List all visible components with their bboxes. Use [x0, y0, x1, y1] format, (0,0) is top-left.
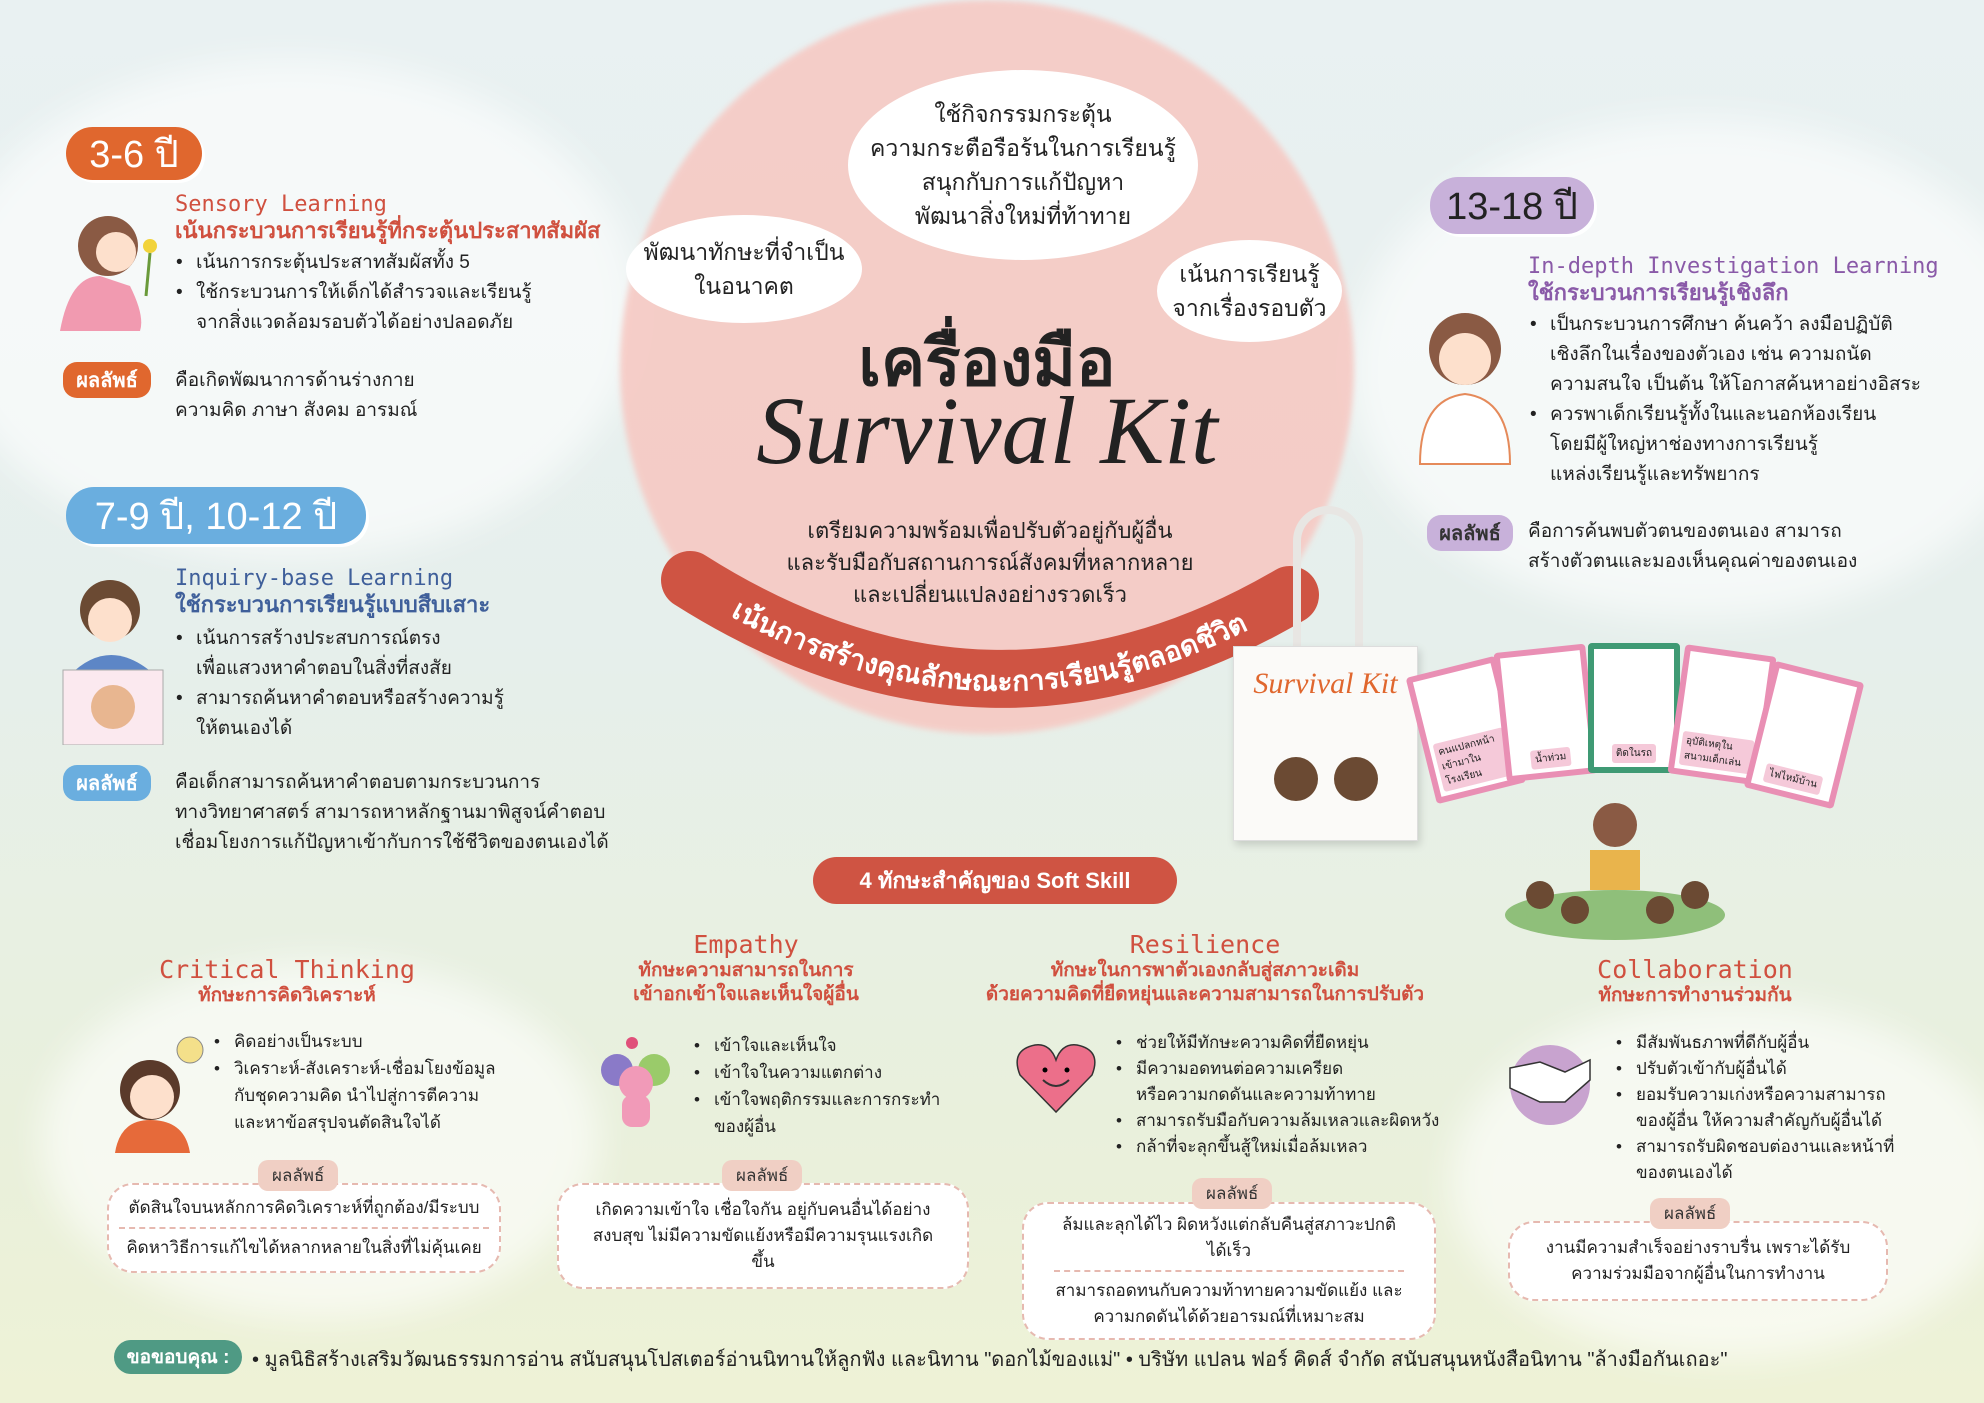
- tote-bag-illustration: Survival Kit: [1233, 506, 1418, 841]
- list-item: ช่วยให้มีทักษะความคิดที่ยืดหยุ่น: [1112, 1030, 1439, 1056]
- empathy-result: เกิดความเข้าใจ เชื่อใจกัน อยู่กับคนอื่นไ…: [557, 1183, 969, 1289]
- teacher-reading-illustration: [1505, 803, 1725, 940]
- sensory-learning-title: Sensory Learning เน้นกระบวนการเรียนรู้ที…: [175, 192, 601, 243]
- result-tag: ผลลัพธ์: [1650, 1198, 1731, 1229]
- sensory-bullets: เน้นการกระตุ้นประสาทสัมผัสทั้ง 5 ใช้กระบ…: [172, 248, 532, 338]
- friends-icon: [601, 1037, 670, 1127]
- critical-thinking-result: ตัดสินใจบนหลักการคิดวิเคราะห์ที่ถูกต้อง/…: [107, 1183, 501, 1273]
- result-tag: ผลลัพธ์: [1192, 1178, 1273, 1209]
- age-pill-3-6: 3-6 ปี: [66, 127, 202, 180]
- thanks-text: • มูลนิธิสร้างเสริมวัฒนธรรมการอ่าน สนับส…: [252, 1349, 1728, 1371]
- result-text: คือเกิดพัฒนาการด้านร่างกาย ความคิด ภาษา …: [175, 370, 418, 421]
- list-item: สามารถรับผิดชอบต่องานและหน้าที่: [1612, 1134, 1894, 1160]
- skill-resilience: Resilience ทักษะในการพาตัวเองกลับสู่สภาว…: [985, 930, 1425, 1005]
- resilience-bullets: ช่วยให้มีทักษะความคิดที่ยืดหยุ่น มีความอ…: [1112, 1030, 1439, 1160]
- center-description: เตรียมความพร้อมเพื่อปรับตัวอยู่กับผู้อื่…: [786, 518, 1194, 607]
- list-item: กล้าที่จะลุกขึ้นสู้ใหม่เมื่อล้มเหลว: [1112, 1134, 1439, 1160]
- list-item: มีสัมพันธภาพที่ดีกับผู้อื่น: [1612, 1030, 1894, 1056]
- list-item: ควรพาเด็กเรียนรู้ทั้งในและนอกห้องเรียน: [1526, 400, 1921, 430]
- teen-girl-illustration: [1418, 313, 1512, 465]
- list-item: หรือความกดดันและความท้าทาย: [1136, 1085, 1376, 1104]
- list-item: เน้นการสร้างประสบการณ์ตรง: [172, 624, 504, 654]
- list-item: สามารถรับมือกับความล้มเหลวและผิดหวัง: [1112, 1108, 1439, 1134]
- scenario-card: น้ำท่วม: [1493, 643, 1599, 783]
- list-item: และหาข้อสรุปจนตัดสินใจได้: [234, 1113, 441, 1132]
- list-item: ความสนใจ เป็นต้น ให้โอกาสค้นหาอย่างอิสระ: [1550, 374, 1921, 395]
- list-item: เน้นการกระตุ้นประสาทสัมผัสทั้ง 5: [172, 248, 532, 278]
- inquiry-learning-title: Inquiry-base Learning ใช้กระบวนการเรียนร…: [175, 566, 491, 617]
- empathy-bullets: เข้าใจและเห็นใจ เข้าใจในความแตกต่าง เข้า…: [690, 1032, 940, 1140]
- list-item: ของตนเองได้: [1636, 1163, 1733, 1182]
- result-tag-purple: ผลลัพธ์: [1427, 515, 1513, 551]
- title-survival-kit: Survival Kit: [756, 377, 1218, 484]
- resilience-result: ล้มและลุกได้ไว ผิดหวังแต่กลับคืนสู่สภาวะ…: [1022, 1202, 1436, 1340]
- list-item: เชิงลึกในเรื่องของตัวเอง เช่น ความถนัด: [1550, 344, 1872, 365]
- result-tag: ผลลัพธ์: [722, 1160, 803, 1191]
- collaboration-result: งานมีความสำเร็จอย่างราบรื่น เพราะได้รับค…: [1508, 1221, 1888, 1301]
- speech-bubble-left: พัฒนาทักษะที่จำเป็น ในอนาคต: [626, 215, 862, 323]
- list-item: ปรับตัวเข้ากับผู้อื่นได้: [1612, 1056, 1894, 1082]
- inquiry-bullets: เน้นการสร้างประสบการณ์ตรง เพื่อแสวงหาคำต…: [172, 624, 504, 744]
- age-pill-7-12: 7-9 ปี, 10-12 ปี: [66, 487, 366, 544]
- list-item: เข้าใจพฤติกรรมและการกระทำ: [690, 1086, 940, 1113]
- result-tag-blue: ผลลัพธ์: [63, 765, 151, 801]
- list-item: โดยมีผู้ใหญ่หาช่องทางการเรียนรู้: [1550, 434, 1818, 455]
- list-item: มีความอดทนต่อความเครียด: [1112, 1056, 1439, 1082]
- list-item: กับชุดความคิด นำไปสู่การตีความ: [234, 1086, 480, 1105]
- scenario-card: ติดในรถ: [1588, 643, 1680, 773]
- speech-bubble-right: เน้นการเรียนรู้ จากเรื่องรอบตัว: [1157, 240, 1342, 342]
- list-item: เข้าใจในความแตกต่าง: [690, 1059, 940, 1086]
- bag-label: Survival Kit: [1253, 667, 1398, 700]
- boy-with-drawing-illustration: [62, 580, 164, 745]
- soft-skill-heading: 4 ทักษะสำคัญของ Soft Skill: [813, 857, 1177, 904]
- list-item: ใช้กระบวนการให้เด็กได้สำรวจและเรียนรู้: [172, 278, 532, 308]
- in-depth-learning-title: In-depth Investigation Learning ใช้กระบว…: [1528, 254, 1939, 305]
- list-item: แหล่งเรียนรู้และทรัพยากร: [1550, 464, 1760, 485]
- list-item: ของผู้อื่น: [714, 1117, 776, 1136]
- list-item: ของผู้อื่น ให้ความสำคัญกับผู้อื่นได้: [1636, 1111, 1883, 1130]
- result-tag: ผลลัพธ์: [258, 1160, 339, 1191]
- list-item: วิเคราะห์-สังเคราะห์-เชื่อมโยงข้อมูล: [210, 1055, 496, 1082]
- critical-thinking-bullets: คิดอย่างเป็นระบบ วิเคราะห์-สังเคราะห์-เช…: [210, 1028, 496, 1136]
- lifelong-learning-banner: เน้นการสร้างคุณลักษณะการเรียนรู้ตลอดชีวิ…: [661, 551, 1319, 708]
- title-thai: เครื่องมือ: [858, 325, 1116, 399]
- list-item: ให้ตนเองได้: [196, 718, 293, 739]
- list-item: คิดอย่างเป็นระบบ: [210, 1028, 496, 1055]
- skill-critical-thinking: Critical Thinking ทักษะการคิดวิเคราะห์: [159, 955, 415, 1006]
- list-item: ยอมรับความเก่งหรือความสามารถ: [1612, 1082, 1894, 1108]
- list-item: เพื่อแสวงหาคำตอบในสิ่งที่สงสัย: [196, 658, 452, 679]
- skill-collaboration: Collaboration ทักษะการทำงานร่วมกัน: [1597, 955, 1793, 1006]
- handshake-icon: [1509, 1045, 1591, 1125]
- age-pill-13-18: 13-18 ปี: [1430, 177, 1594, 234]
- collaboration-bullets: มีสัมพันธภาพที่ดีกับผู้อื่น ปรับตัวเข้าก…: [1612, 1030, 1894, 1186]
- list-item: เข้าใจและเห็นใจ: [690, 1032, 940, 1059]
- list-item: สามารถค้นหาคำตอบหรือสร้างความรู้: [172, 684, 504, 714]
- skill-empathy: Empathy ทักษะความสามารถในการ เข้าอกเข้าใ…: [633, 930, 859, 1005]
- list-item: จากสิ่งแวดล้อมรอบตัวได้อย่างปลอดภัย: [196, 312, 514, 333]
- in-depth-bullets: เป็นกระบวนการศึกษา ค้นคว้า ลงมือปฏิบัติ …: [1526, 310, 1921, 490]
- result-text: คือการค้นพบตัวตนของตนเอง สามารถ สร้างตัว…: [1528, 521, 1858, 572]
- lightbulb-girl-icon: [115, 1036, 204, 1153]
- speech-bubble-top: ใช้กิจกรรมกระตุ้น ความกระตือรือร้นในการเ…: [848, 70, 1198, 260]
- list-item: เป็นกระบวนการศึกษา ค้นคว้า ลงมือปฏิบัติ: [1526, 310, 1921, 340]
- smiling-heart-icon: [1016, 1044, 1096, 1114]
- thanks-label: ขอขอบคุณ :: [114, 1340, 242, 1374]
- result-text: คือเด็กสามารถค้นหาคำตอบตามกระบวนการ ทางว…: [175, 772, 609, 853]
- girl-with-flower-illustration: [60, 216, 157, 331]
- result-tag-orange: ผลลัพธ์: [63, 362, 151, 398]
